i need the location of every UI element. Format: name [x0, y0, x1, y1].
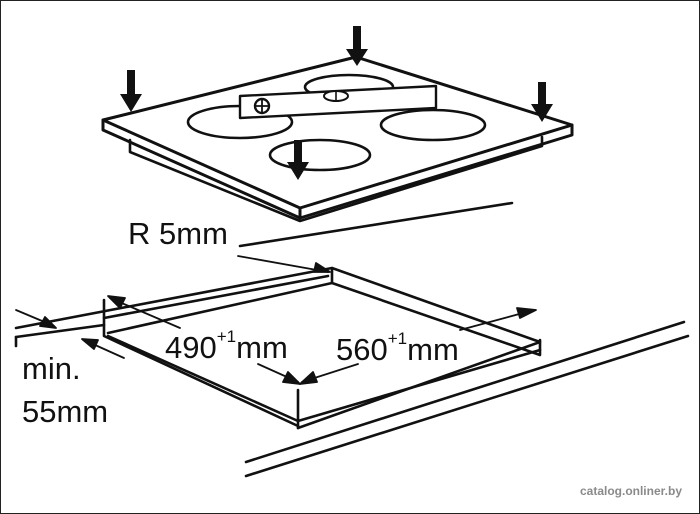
down-arrow-icon [120, 70, 142, 112]
worktop-front-edge-2 [244, 334, 690, 478]
radius-leader [237, 255, 329, 273]
spirit-level-icon [238, 84, 438, 120]
hob-base-housing [128, 135, 544, 223]
cutout-bottom-front [106, 334, 542, 423]
width-value: 560 [336, 332, 388, 367]
hob-unit [101, 55, 574, 223]
depth-tolerance: +1 [216, 327, 237, 346]
depth-dimension-label: 490+1mm [165, 328, 288, 365]
width-arrowhead-right [516, 307, 537, 319]
down-arrow-icon [531, 82, 553, 122]
dimension-lines [15, 255, 537, 385]
worktop-back-edge [238, 201, 514, 248]
depth-unit: mm [236, 330, 288, 365]
depth-arrowhead-top [107, 295, 126, 309]
down-arrow-icon [287, 140, 309, 180]
min-label-text: min. [22, 351, 81, 386]
min-distance-arrowhead-1 [39, 316, 57, 329]
width-tolerance: +1 [387, 329, 408, 348]
cutout-left-wall [102, 298, 300, 428]
radius-label: R 5mm [128, 218, 228, 249]
cutout-back-inner-1 [102, 274, 330, 320]
min-distance-value: 55mm [22, 394, 109, 429]
cutout-back-inner-2 [106, 281, 334, 335]
down-arrow-icon [346, 26, 368, 66]
radius-label-text: R 5mm [128, 216, 228, 251]
width-dimension-label: 560+1mm [336, 330, 459, 367]
min-distance-label-line1: min. [22, 353, 81, 384]
min-distance-label-line2: 55mm [22, 396, 108, 427]
radius-arrowhead [313, 262, 331, 273]
watermark: catalog.onliner.by [579, 484, 682, 498]
cutout-right-wall [330, 266, 542, 357]
depth-value: 490 [165, 330, 217, 365]
width-unit: mm [407, 332, 459, 367]
worktop-edge-bottom [14, 323, 106, 339]
hob-top-plate [101, 55, 574, 210]
cooking-zone-front [268, 138, 372, 172]
depth-arrowhead-bottom [282, 371, 301, 385]
min-distance-arrowhead-2 [81, 338, 99, 350]
worktop-front-edge-1 [244, 320, 686, 464]
width-arrowhead-left [299, 371, 318, 385]
cooking-zone-right [379, 108, 487, 142]
